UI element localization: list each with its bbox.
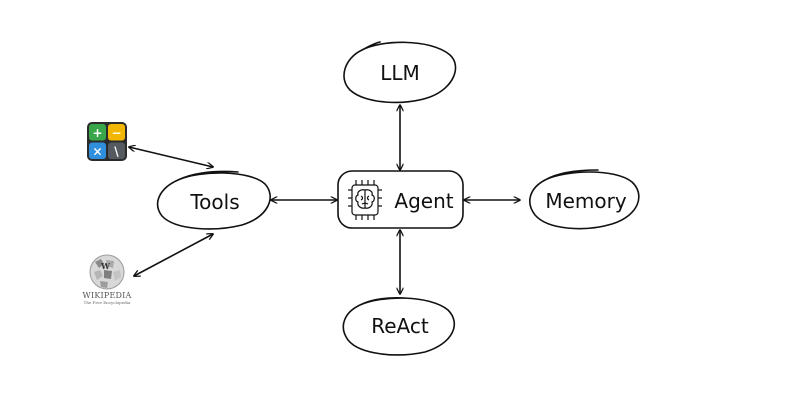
arrow-calculator-tools bbox=[129, 147, 213, 167]
llm-node: LLM bbox=[343, 41, 457, 104]
wikipedia-tagline: The Free Encyclopedia bbox=[84, 300, 131, 305]
calc-minus-tile bbox=[108, 124, 125, 141]
calc-times-tile bbox=[89, 142, 106, 159]
memory-node: Memory bbox=[529, 169, 640, 230]
memory-label: Memory bbox=[545, 189, 627, 213]
wikipedia-logo: W Wikipedia The Free Encyclopedia bbox=[83, 254, 132, 305]
calc-divide-tile bbox=[108, 142, 125, 159]
wikipedia-wordmark: Wikipedia bbox=[83, 291, 132, 300]
brain-chip-icon bbox=[348, 180, 382, 220]
calc-divide-symbol: \ bbox=[114, 145, 119, 159]
svg-text:W: W bbox=[100, 261, 111, 271]
agent-label: Agent bbox=[394, 189, 453, 213]
arrow-wikipedia-tools bbox=[134, 234, 213, 276]
calc-times-symbol: × bbox=[92, 145, 102, 159]
wikipedia-globe-icon: W bbox=[89, 254, 125, 290]
agent-node: Agent bbox=[337, 170, 464, 229]
calc-plus-tile bbox=[89, 124, 106, 141]
calc-minus-symbol: − bbox=[111, 126, 121, 140]
calc-plus-symbol: + bbox=[92, 126, 102, 140]
react-node: ReAct bbox=[342, 297, 456, 356]
tools-label: Tools bbox=[189, 190, 239, 214]
tools-node: Tools bbox=[156, 170, 271, 230]
calculator-icon: + − × \ bbox=[87, 122, 127, 161]
llm-label: LLM bbox=[380, 61, 420, 85]
react-label: ReAct bbox=[371, 314, 429, 338]
